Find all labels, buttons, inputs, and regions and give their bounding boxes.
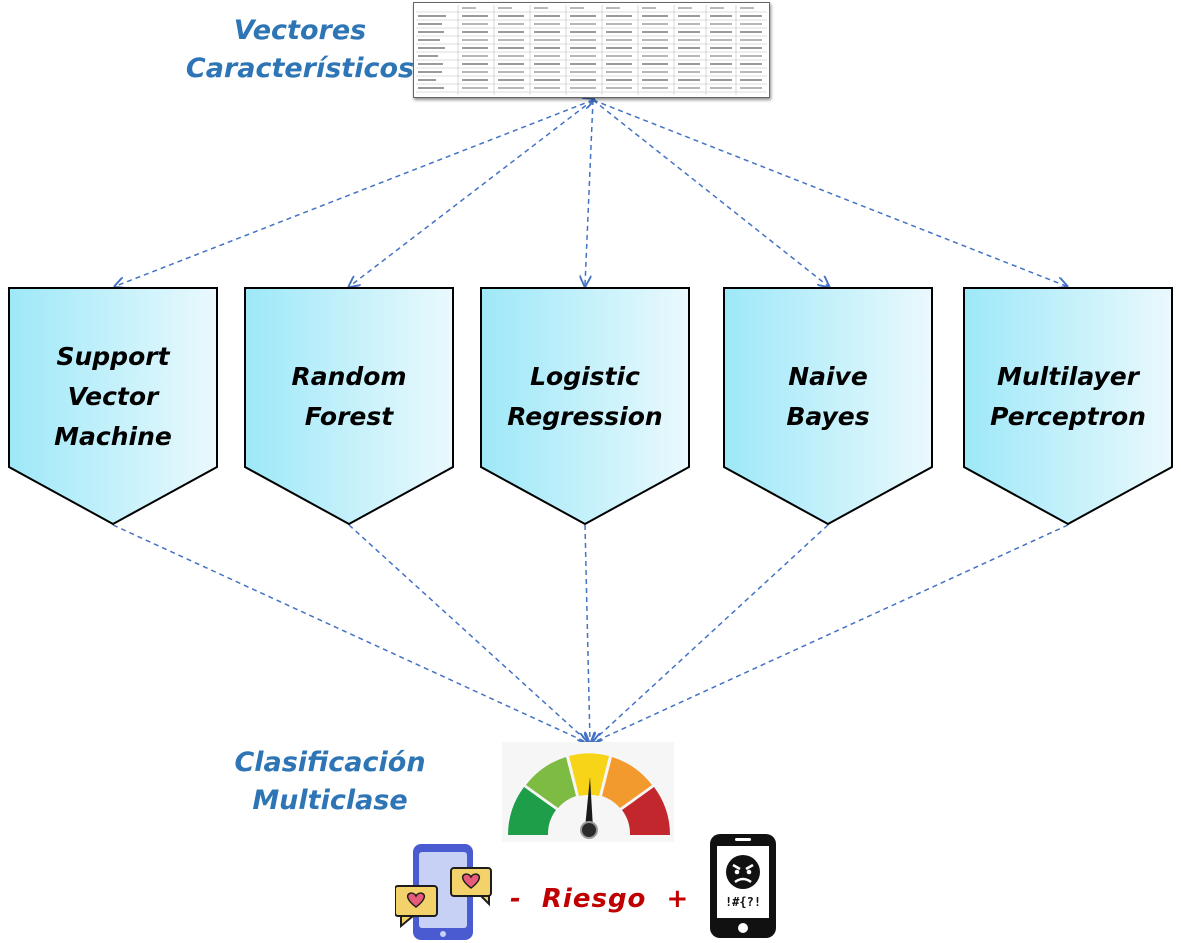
arrow-table-to-mlp [592, 99, 1066, 286]
arrow-table-to-rf [350, 99, 594, 286]
multiclass-classification-title: Clasificación Multiclase [234, 747, 426, 816]
arrow-lr-to-gauge [585, 524, 590, 742]
model-multilayer-perceptron-label: Multilayer Perceptron [990, 362, 1146, 431]
model-naive-bayes-label: Naive Bayes [786, 362, 870, 431]
risk-label: Riesgo [541, 884, 647, 914]
model-random-forest-label: Random Forest [291, 362, 407, 431]
risk-scale-label: - Riesgo + [510, 884, 688, 914]
arrow-table-to-lr [585, 99, 594, 285]
gauge-icon [502, 742, 674, 842]
phone-angry-icon: !#{?! [708, 832, 778, 940]
model-logistic-regression-label: Logistic Regression [507, 362, 663, 431]
phone-hearts-icon [395, 844, 492, 940]
risk-minus: - [510, 884, 522, 914]
model-svm-box: Support Vector Machine [8, 287, 218, 525]
risk-plus: + [666, 884, 690, 914]
model-multilayer-perceptron-box: Multilayer Perceptron [963, 287, 1173, 525]
arrow-svm-to-gauge [112, 524, 586, 742]
feature-vectors-title: Vectores Característicos [185, 15, 415, 84]
arrow-table-to-nb [592, 99, 828, 286]
feature-table-thumbnail [413, 2, 770, 98]
model-naive-bayes-box: Naive Bayes [723, 287, 933, 525]
phone-symbols-text: !#{?! [724, 895, 762, 909]
model-logistic-regression-box: Logistic Regression [480, 287, 690, 525]
arrow-table-to-svm [116, 100, 593, 286]
model-random-forest-box: Random Forest [244, 287, 454, 525]
arrow-nb-to-gauge [592, 524, 829, 742]
arrow-mlp-to-gauge [594, 524, 1069, 742]
model-svm-label: Support Vector Machine [54, 342, 172, 451]
arrow-rf-to-gauge [348, 524, 588, 742]
